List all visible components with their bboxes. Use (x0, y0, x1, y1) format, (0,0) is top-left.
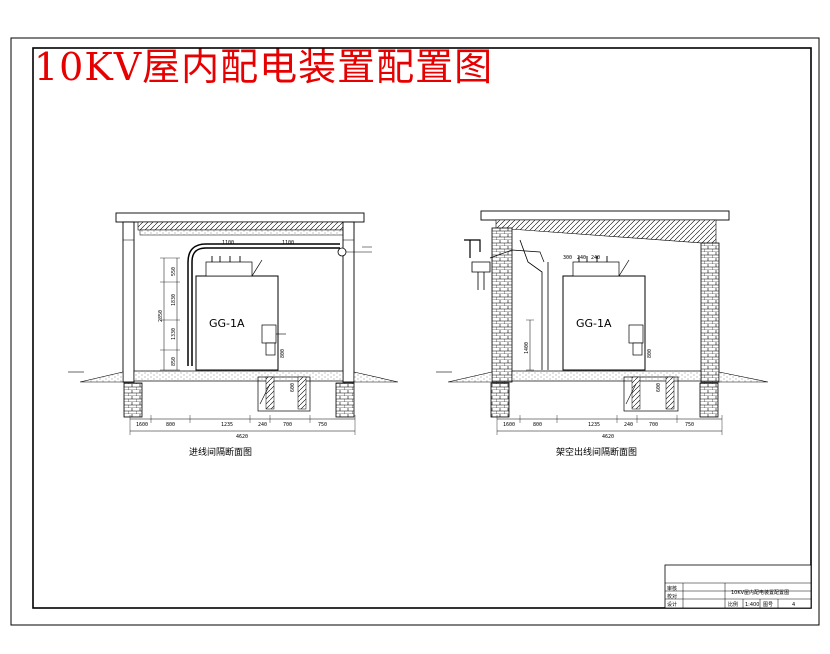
left-dim-bottom: 1235 (221, 422, 233, 428)
left-cabinet-label: GG-1A (209, 317, 245, 330)
title-block-sheet-label: 图号 (763, 602, 773, 608)
right-dim-trench: 600 (656, 383, 662, 392)
sheet-outer-border (10, 37, 820, 626)
right-dim-total: 4620 (602, 434, 614, 440)
right-dim-bottom: 1235 (588, 422, 600, 428)
left-dim-top: 1100 (222, 240, 234, 246)
right-dim-bottom: 700 (649, 422, 658, 428)
right-dim-top: 240 (577, 255, 586, 261)
left-dim-top: 1100 (282, 240, 294, 246)
left-dim-total: 4620 (236, 434, 248, 440)
left-dim-bottom: 800 (166, 422, 175, 428)
left-dim-trench: 600 (290, 383, 296, 392)
title-block: 审核 校对 设计 10KV屋内配电装置配置图 比例 1:400 图号 4 (664, 564, 812, 609)
right-dim-trench: 800 (647, 349, 653, 358)
title-block-row-label: 设计 (667, 601, 677, 608)
title-block-row-label: 校对 (667, 593, 677, 600)
left-dim-vertical: 1330 (171, 328, 177, 340)
title-block-scale-label: 比例 (728, 601, 738, 608)
title-block-scale: 1:400 (745, 602, 759, 608)
title-block-row-label: 审核 (667, 585, 677, 592)
right-section-view: GG-1A 1600 800 1235 240 700 750 4620 300… (436, 210, 769, 458)
left-dim-vertical: 2850 (158, 310, 164, 322)
sheet-inner-border (32, 47, 812, 609)
left-dim-vertical: 1830 (171, 294, 177, 306)
left-caption: 进线间隔断面图 (189, 446, 252, 458)
left-dim-bottom: 700 (283, 422, 292, 428)
right-dim-vertical: 1400 (524, 342, 530, 354)
title-block-sheet: 4 (792, 602, 795, 608)
right-dim-bottom: 800 (533, 422, 542, 428)
right-dim-bottom: 1600 (503, 422, 515, 428)
left-dim-vertical: 550 (171, 267, 177, 276)
drawing-title: 10KV屋内配电装置配置图 (34, 45, 494, 89)
left-dim-vertical: 850 (171, 357, 177, 366)
left-dim-bottom: 750 (318, 422, 327, 428)
right-cabinet-label: GG-1A (576, 317, 612, 330)
right-caption: 架空出线间隔断面图 (556, 446, 637, 458)
right-dim-bottom: 240 (624, 422, 633, 428)
left-dim-bottom: 240 (258, 422, 267, 428)
right-dim-top: 240 (591, 255, 600, 261)
left-dim-bottom: 1600 (136, 422, 148, 428)
left-section-view: GG-1A 1600 800 1235 240 700 750 4620 110… (68, 212, 399, 458)
right-dim-bottom: 750 (685, 422, 694, 428)
title-block-drawing-name: 10KV屋内配电装置配置图 (731, 589, 789, 596)
right-dim-top: 300 (563, 255, 572, 261)
left-dim-trench: 800 (280, 349, 286, 358)
